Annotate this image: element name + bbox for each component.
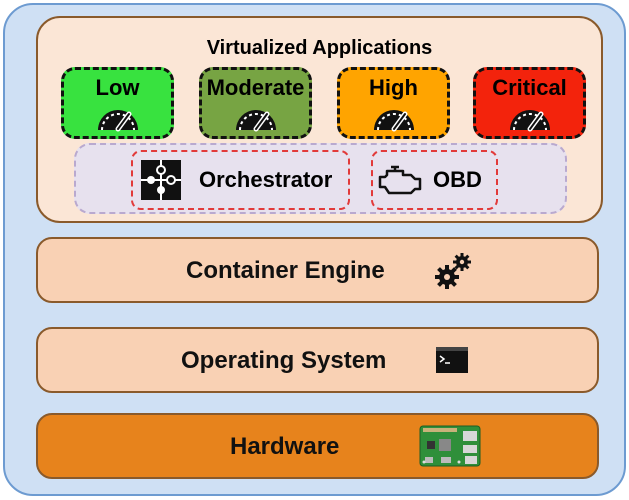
speedometer-icon [509,110,550,132]
puzzle-icon [141,160,181,200]
operating-system-layer: Operating System [36,327,599,393]
container-engine-label: Container Engine [186,257,385,284]
gears-icon [435,253,471,289]
speedometer-icon [235,110,276,132]
obd-box: OBD [371,150,498,210]
speedometer-icon [373,110,414,132]
criticality-low: Low [61,67,174,139]
hardware-layer: Hardware [36,413,599,479]
operating-system-label: Operating System [181,347,387,374]
criticality-low-label: Low [95,75,140,100]
criticality-high-label: High [369,75,418,100]
circuit-board-icon [419,425,481,467]
hardware-label: Hardware [230,433,340,460]
virtualized-applications-title: Virtualized Applications [206,37,433,59]
criticality-high: High [337,67,450,139]
obd-label: OBD [433,167,482,192]
criticality-moderate-label: Moderate [206,75,305,100]
criticality-critical-label: Critical [492,75,567,100]
orchestrator-label: Orchestrator [199,167,333,192]
criticality-moderate: Moderate [199,67,312,139]
engine-icon [378,165,422,195]
orchestrator-box: Orchestrator [131,150,350,210]
speedometer-icon [97,110,138,132]
terminal-icon [436,347,468,373]
criticality-critical: Critical [473,67,586,139]
container-engine-layer: Container Engine [36,237,599,303]
